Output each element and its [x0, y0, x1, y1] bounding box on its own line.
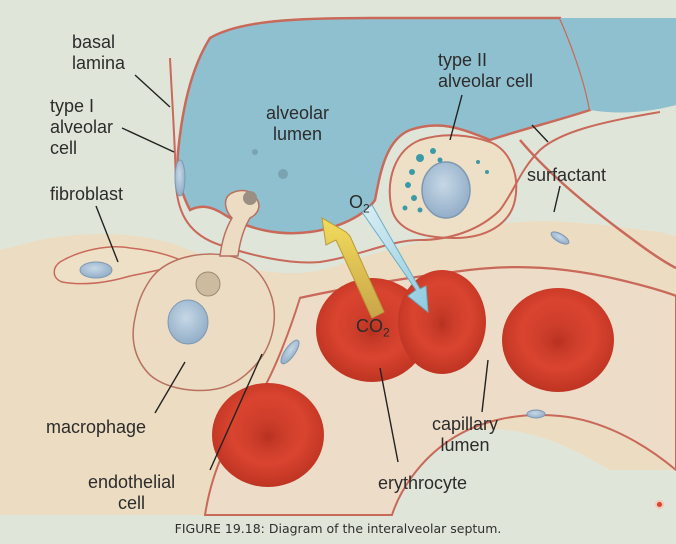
endothelial-nucleus: [280, 339, 300, 365]
o2-arrow: [361, 204, 429, 314]
capillary-lumen-label: capillary lumen: [432, 414, 499, 455]
alveolar-lumen-label: alveolar lumen: [266, 103, 330, 144]
co2-arrow: [321, 217, 385, 319]
leader-lines: [95, 74, 561, 471]
type-i-cell-label: type I alveolar cell: [50, 96, 114, 158]
alveolar-lumen-region: [176, 16, 592, 235]
alveolar-lumen-right: [560, 18, 676, 113]
macrophage-nucleus: [167, 299, 209, 345]
macrophage-label: macrophage: [46, 417, 147, 437]
alveolar-debris: [278, 169, 288, 179]
phagocytosed-particle: [243, 191, 257, 205]
macrophage-vesicle: [195, 271, 221, 297]
basal-lamina-label: basal lamina: [72, 32, 126, 73]
record-indicator-icon: [655, 500, 664, 509]
figure-caption: FIGURE 19.18: Diagram of the interalveol…: [174, 521, 502, 536]
surfactant-granules: [402, 148, 489, 213]
erythrocyte-center-right: [398, 270, 486, 374]
erythrocyte-bottom: [212, 383, 324, 487]
type-ii-nucleus: [421, 161, 471, 219]
fibroblast-nucleus: [79, 261, 113, 279]
erythrocyte-label: erythrocyte: [378, 473, 468, 493]
erythrocyte-right: [502, 288, 614, 392]
o2-label: O2: [349, 192, 370, 216]
fibroblast-label: fibroblast: [50, 184, 124, 204]
surfactant-label: surfactant: [527, 165, 607, 185]
type-ii-cell-label: type II alveolar cell: [438, 50, 534, 91]
surfactant-line: [519, 139, 676, 270]
type-i-nucleus: [174, 159, 186, 197]
alveolar-debris-2: [252, 149, 258, 155]
endothelial-nucleus-bottom: [526, 409, 546, 419]
endothelial-nucleus-right: [550, 231, 570, 245]
co2-label: CO2: [356, 316, 390, 340]
endothelial-cell-label: endothelial cell: [88, 472, 176, 513]
macrophage-pseudopod: [219, 189, 260, 257]
erythrocyte-center: [316, 278, 428, 382]
